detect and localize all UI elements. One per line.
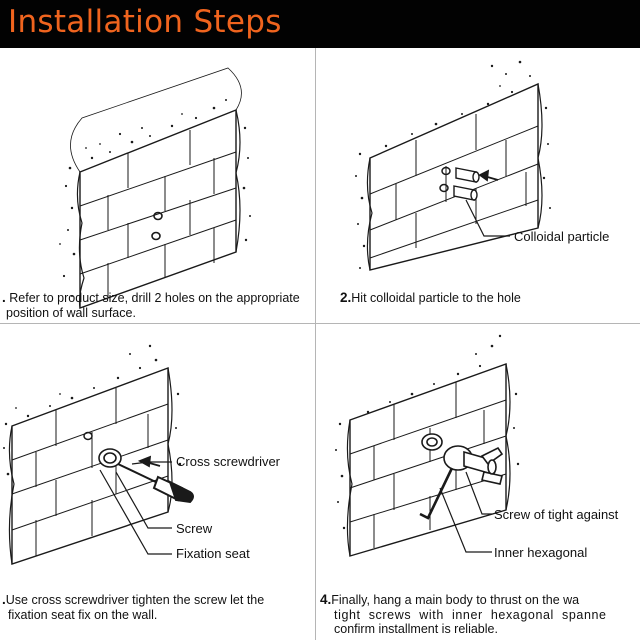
horizontal-divider	[0, 323, 640, 324]
step-4-panel: Screw of tight against Inner hexagonal 4…	[316, 324, 640, 640]
plaster-speckles	[3, 344, 182, 476]
step-1-number: .	[2, 291, 6, 305]
step-4-number: 4.	[320, 593, 332, 607]
callout-inner-hexagonal: Inner hexagonal	[494, 545, 588, 560]
fixation-seat-icon	[421, 433, 443, 451]
colloidal-particle-icon-2-end	[470, 189, 478, 201]
screwdriver-icon	[117, 463, 194, 504]
step-1-panel: . Refer to product size, drill 2 holes o…	[0, 48, 315, 323]
hang-main-body-illustration	[335, 334, 520, 557]
step-2-caption: 2.Hit colloidal particle to the hole	[340, 291, 640, 306]
step-1-caption-line-1: Refer to product size, drill 2 holes on …	[9, 291, 300, 305]
hole-icons	[83, 431, 93, 441]
hex-key-icon	[419, 467, 454, 520]
hole-icons	[439, 166, 451, 193]
callout-screw-of-tight-against: Screw of tight against	[494, 507, 619, 522]
plaster-speckles	[335, 334, 520, 530]
wall-drill-holes-illustration	[59, 67, 251, 309]
step-3-panel: Cross screwdriver Screw Fixation seat .U…	[0, 324, 315, 640]
colloidal-particle-icon-1-end	[472, 171, 480, 183]
callout-fixation-seat: Fixation seat	[176, 546, 250, 561]
step-1-caption: . Refer to product size, drill 2 holes o…	[2, 291, 315, 320]
step-2-number: 2.	[340, 291, 352, 305]
hole-icon-top	[83, 431, 93, 441]
plaster-speckles	[59, 99, 251, 297]
header-bar: Installation Steps	[0, 0, 640, 48]
colloidal-particle-illustration	[355, 60, 551, 271]
step-4-caption-line-2: tight screws with inner hexagonal spanne	[334, 607, 607, 622]
insert-arrow-icon	[478, 169, 499, 182]
hole-icon-top	[441, 166, 451, 176]
step-3-caption-line-1: Use cross screwdriver tighten the screw …	[5, 593, 265, 607]
page-title: Installation Steps	[8, 4, 282, 40]
hole-icon-bottom	[439, 183, 449, 193]
drill-hole-icon-bottom	[151, 231, 161, 241]
wall-illustration	[366, 82, 543, 271]
step-3-caption: .Use cross screwdriver tighten the screw…	[2, 593, 315, 622]
step-4-caption: 4.Finally, hang a main body to thrust on…	[320, 593, 640, 637]
step-4-caption-line-3: confirm installment is reliable.	[334, 622, 498, 636]
colloidal-particle-icons	[453, 167, 480, 201]
wall-illustration	[8, 366, 173, 565]
plaster-speckles	[355, 60, 551, 269]
callout-screw: Screw	[176, 521, 213, 536]
step-2-caption-line-1: Hit colloidal particle to the hole	[351, 291, 521, 305]
step-1-caption-line-2: position of wall surface.	[6, 305, 136, 320]
hook-main-body-icon	[443, 445, 504, 485]
callout-leader-lines	[439, 471, 492, 553]
callout-cross-screwdriver: Cross screwdriver	[176, 454, 281, 469]
callout-colloidal-particle: Colloidal particle	[514, 229, 610, 244]
fixation-seat-icon	[98, 448, 122, 468]
callout-leader-lines	[99, 461, 172, 555]
wall-illustration	[70, 67, 242, 309]
vertical-divider	[315, 48, 316, 640]
callout-leader-line	[465, 199, 510, 237]
drill-hole-icons	[151, 211, 163, 241]
step-3-number: .	[2, 593, 6, 607]
step-3-caption-line-2: fixation seat fix on the wall.	[8, 607, 158, 622]
screwdriver-illustration	[3, 344, 194, 565]
step-4-caption-line-1: Finally, hang a main body to thrust on t…	[331, 593, 580, 607]
step-2-panel: Colloidal particle 2.Hit colloidal parti…	[316, 48, 640, 323]
drill-hole-icon-top	[153, 211, 163, 221]
